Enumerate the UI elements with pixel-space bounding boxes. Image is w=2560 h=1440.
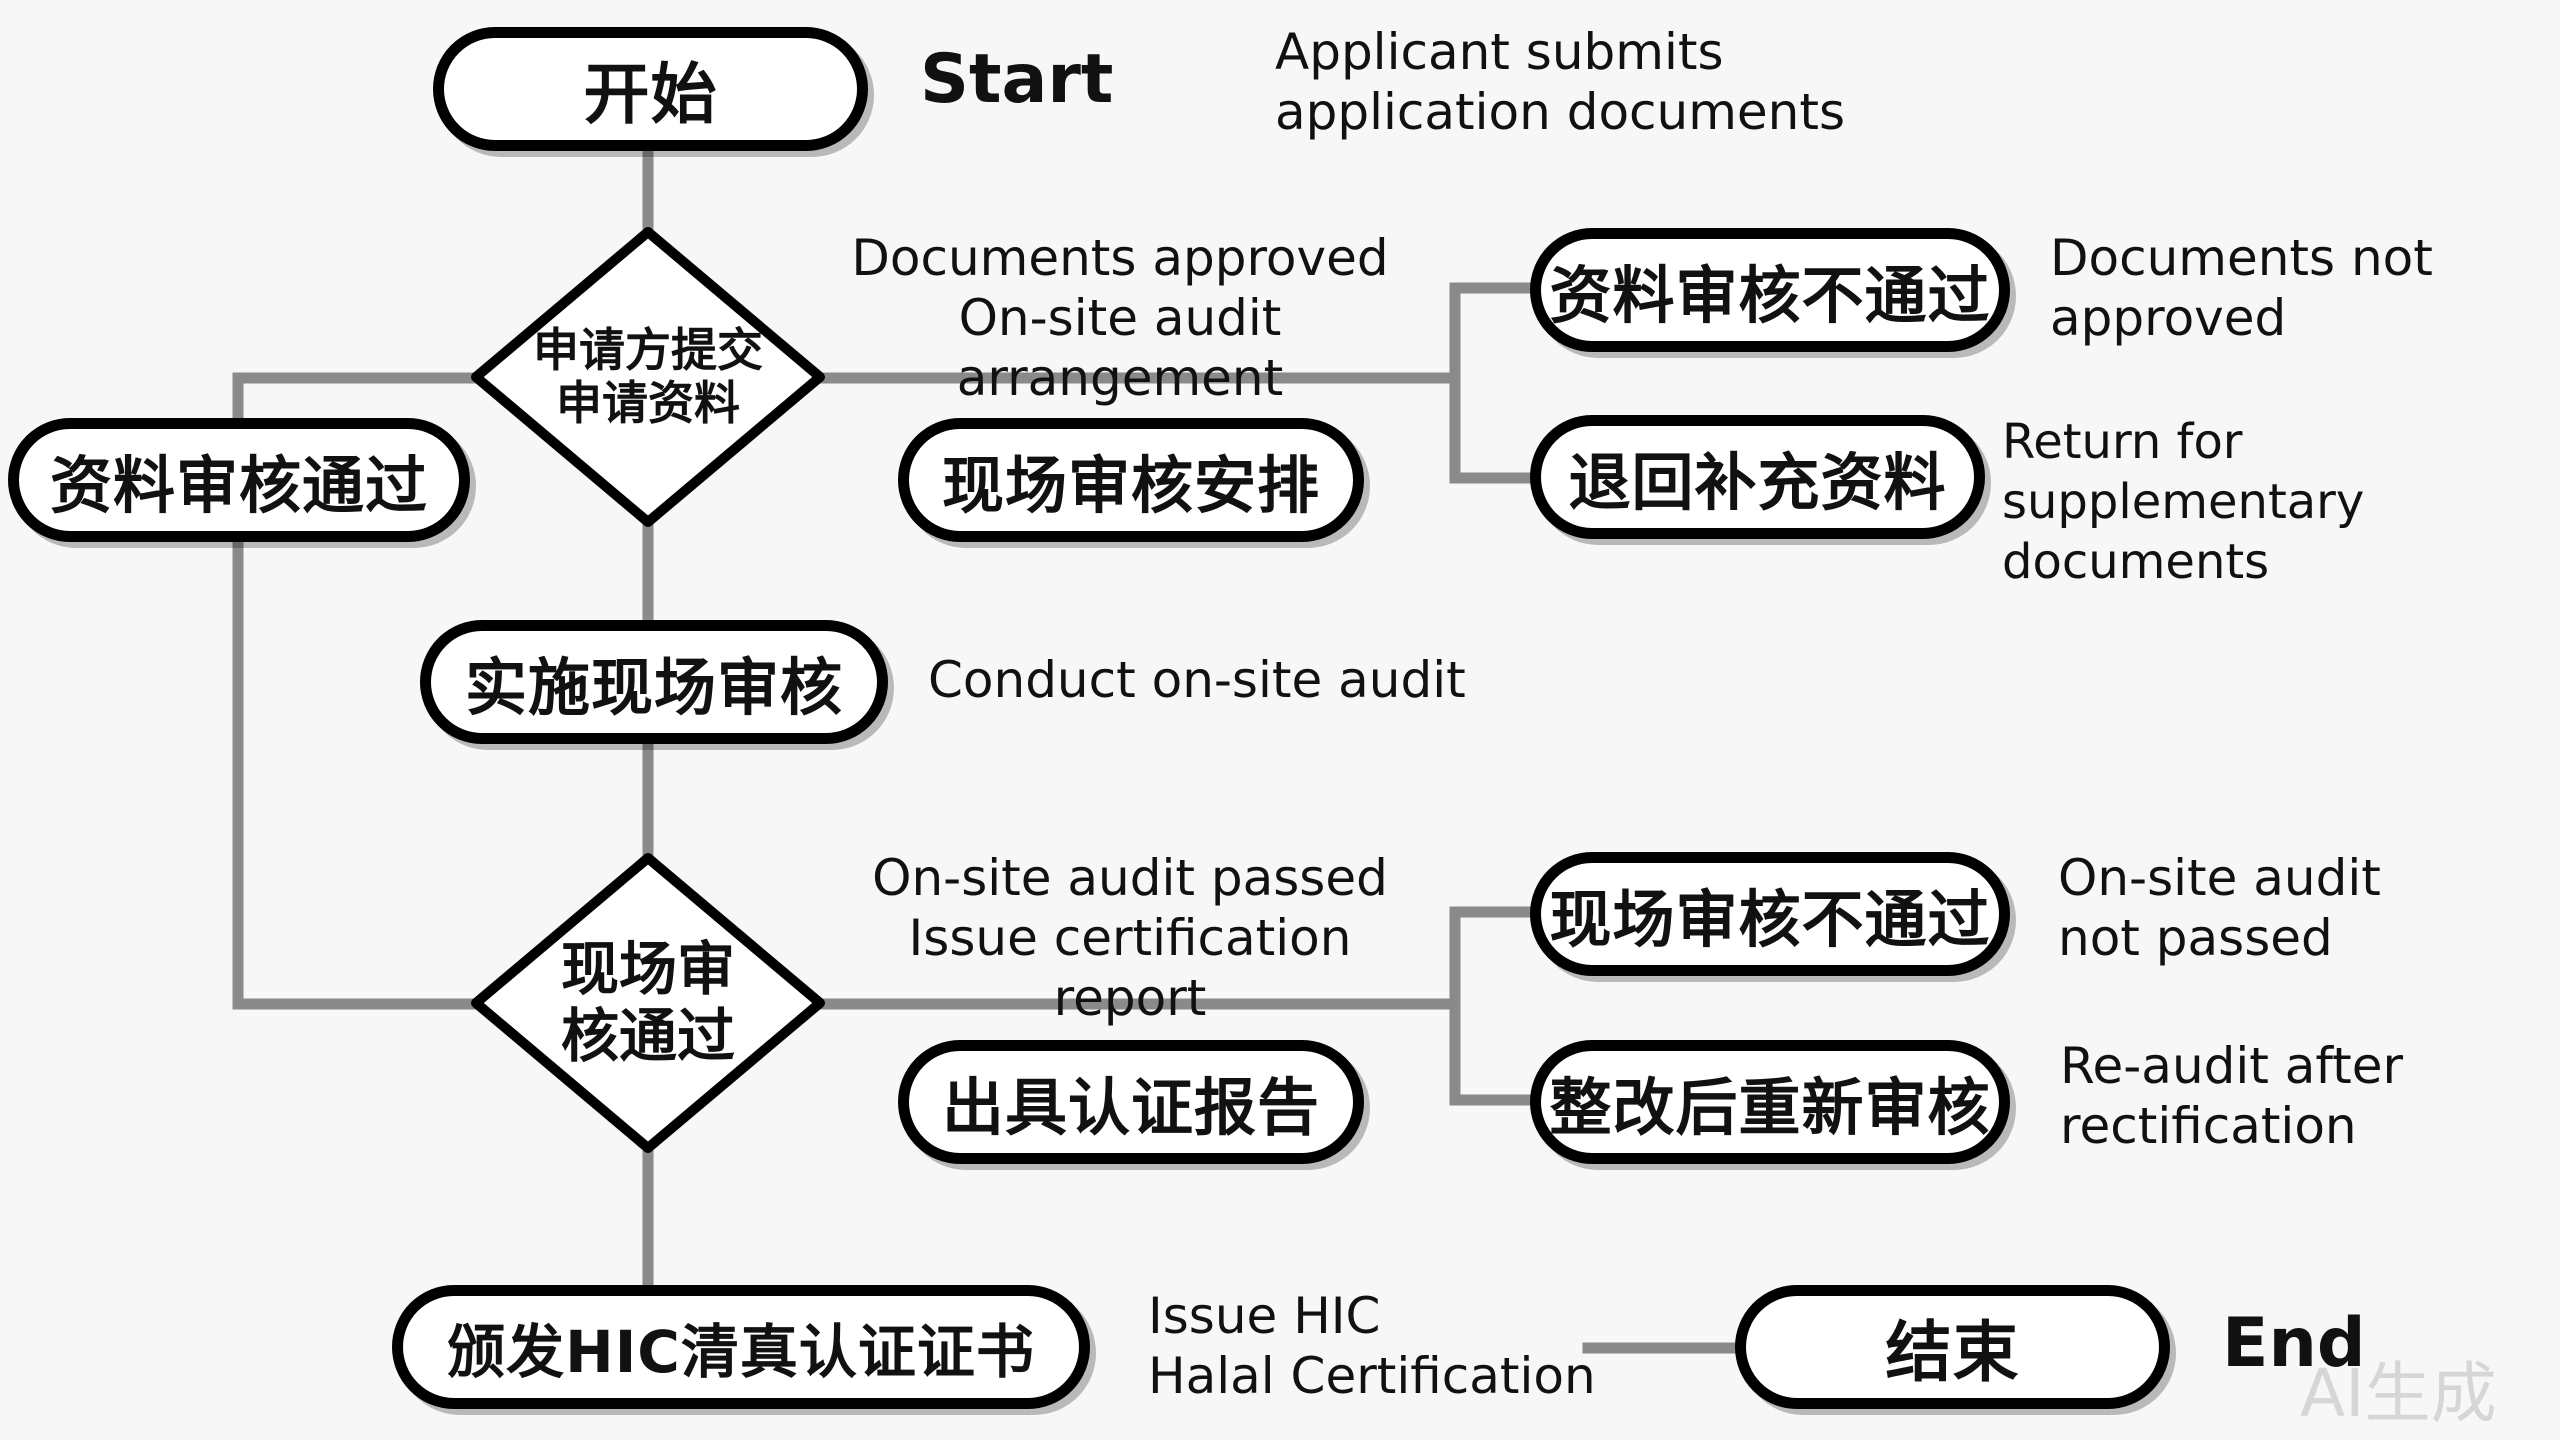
issue-report-node: 出具认证报告	[898, 1040, 1364, 1164]
reaudit-description: Re-audit after rectification	[2060, 1037, 2404, 1155]
docs-approved-label: 资料审核通过	[49, 449, 428, 522]
submit-decision-node: 申请方提交 申请资料	[466, 222, 830, 532]
connector-branch-reaudit	[1449, 998, 1541, 1106]
submit-decision-label: 申请方提交 申请资料	[533, 323, 763, 430]
issue-certificate-node: 颁发HIC清真认证证书	[392, 1285, 1090, 1409]
connector-branch-return	[1449, 372, 1541, 484]
start-node-label: 开始	[583, 56, 718, 133]
docs-approved-node: 资料审核通过	[8, 418, 470, 542]
end-node: 结束	[1735, 1285, 2170, 1409]
conduct-description: Conduct on-site audit	[928, 651, 1466, 709]
end-node-label: 结束	[1885, 1314, 2020, 1391]
issue-report-label: 出具认证报告	[941, 1071, 1320, 1144]
audit-decision-label: 现场审 核通过	[560, 935, 735, 1070]
certificate-description: Issue HIC Halal Certification	[1148, 1287, 1596, 1405]
conduct-audit-node: 实施现场审核	[420, 620, 888, 744]
onsite-arrangement-label: 现场审核安排	[941, 449, 1320, 522]
issue-certificate-label: 颁发HIC清真认证证书	[447, 1318, 1035, 1386]
onsite-arrangement-node: 现场审核安排	[898, 418, 1364, 542]
approved-description: Documents approved On-site audit arrange…	[851, 229, 1389, 407]
audit-not-passed-node: 现场审核不通过	[1530, 852, 2010, 976]
docs-not-approved-node: 资料审核不通过	[1530, 228, 2010, 352]
reaudit-label: 整改后重新审核	[1549, 1071, 1991, 1144]
passed-description: On-site audit passed Issue certification…	[872, 849, 1388, 1027]
connector-submit-left-loop	[232, 372, 484, 1010]
return-description: Return for supplementary documents	[2002, 414, 2365, 590]
return-supplement-label: 退回补充资料	[1568, 446, 1947, 519]
audit-decision-node: 现场审 核通过	[466, 848, 830, 1158]
not-approved-description: Documents not approved	[2050, 229, 2433, 347]
ai-generated-watermark: AI生成	[2300, 1355, 2497, 1432]
start-node: 开始	[433, 27, 868, 151]
docs-not-approved-label: 资料审核不通过	[1549, 259, 1991, 332]
reaudit-node: 整改后重新审核	[1530, 1040, 2010, 1164]
start-description: Applicant submits application documents	[1275, 23, 1846, 141]
not-passed-description: On-site audit not passed	[2058, 849, 2381, 967]
connector-branch-not-approved	[1449, 282, 1541, 384]
end-label-en: End	[2222, 1304, 2366, 1383]
return-supplement-node: 退回补充资料	[1530, 415, 1985, 539]
audit-not-passed-label: 现场审核不通过	[1549, 883, 1991, 956]
conduct-audit-label: 实施现场审核	[464, 651, 843, 724]
start-label-en: Start	[920, 40, 1114, 119]
connector-branch-not-passed	[1449, 906, 1541, 1010]
